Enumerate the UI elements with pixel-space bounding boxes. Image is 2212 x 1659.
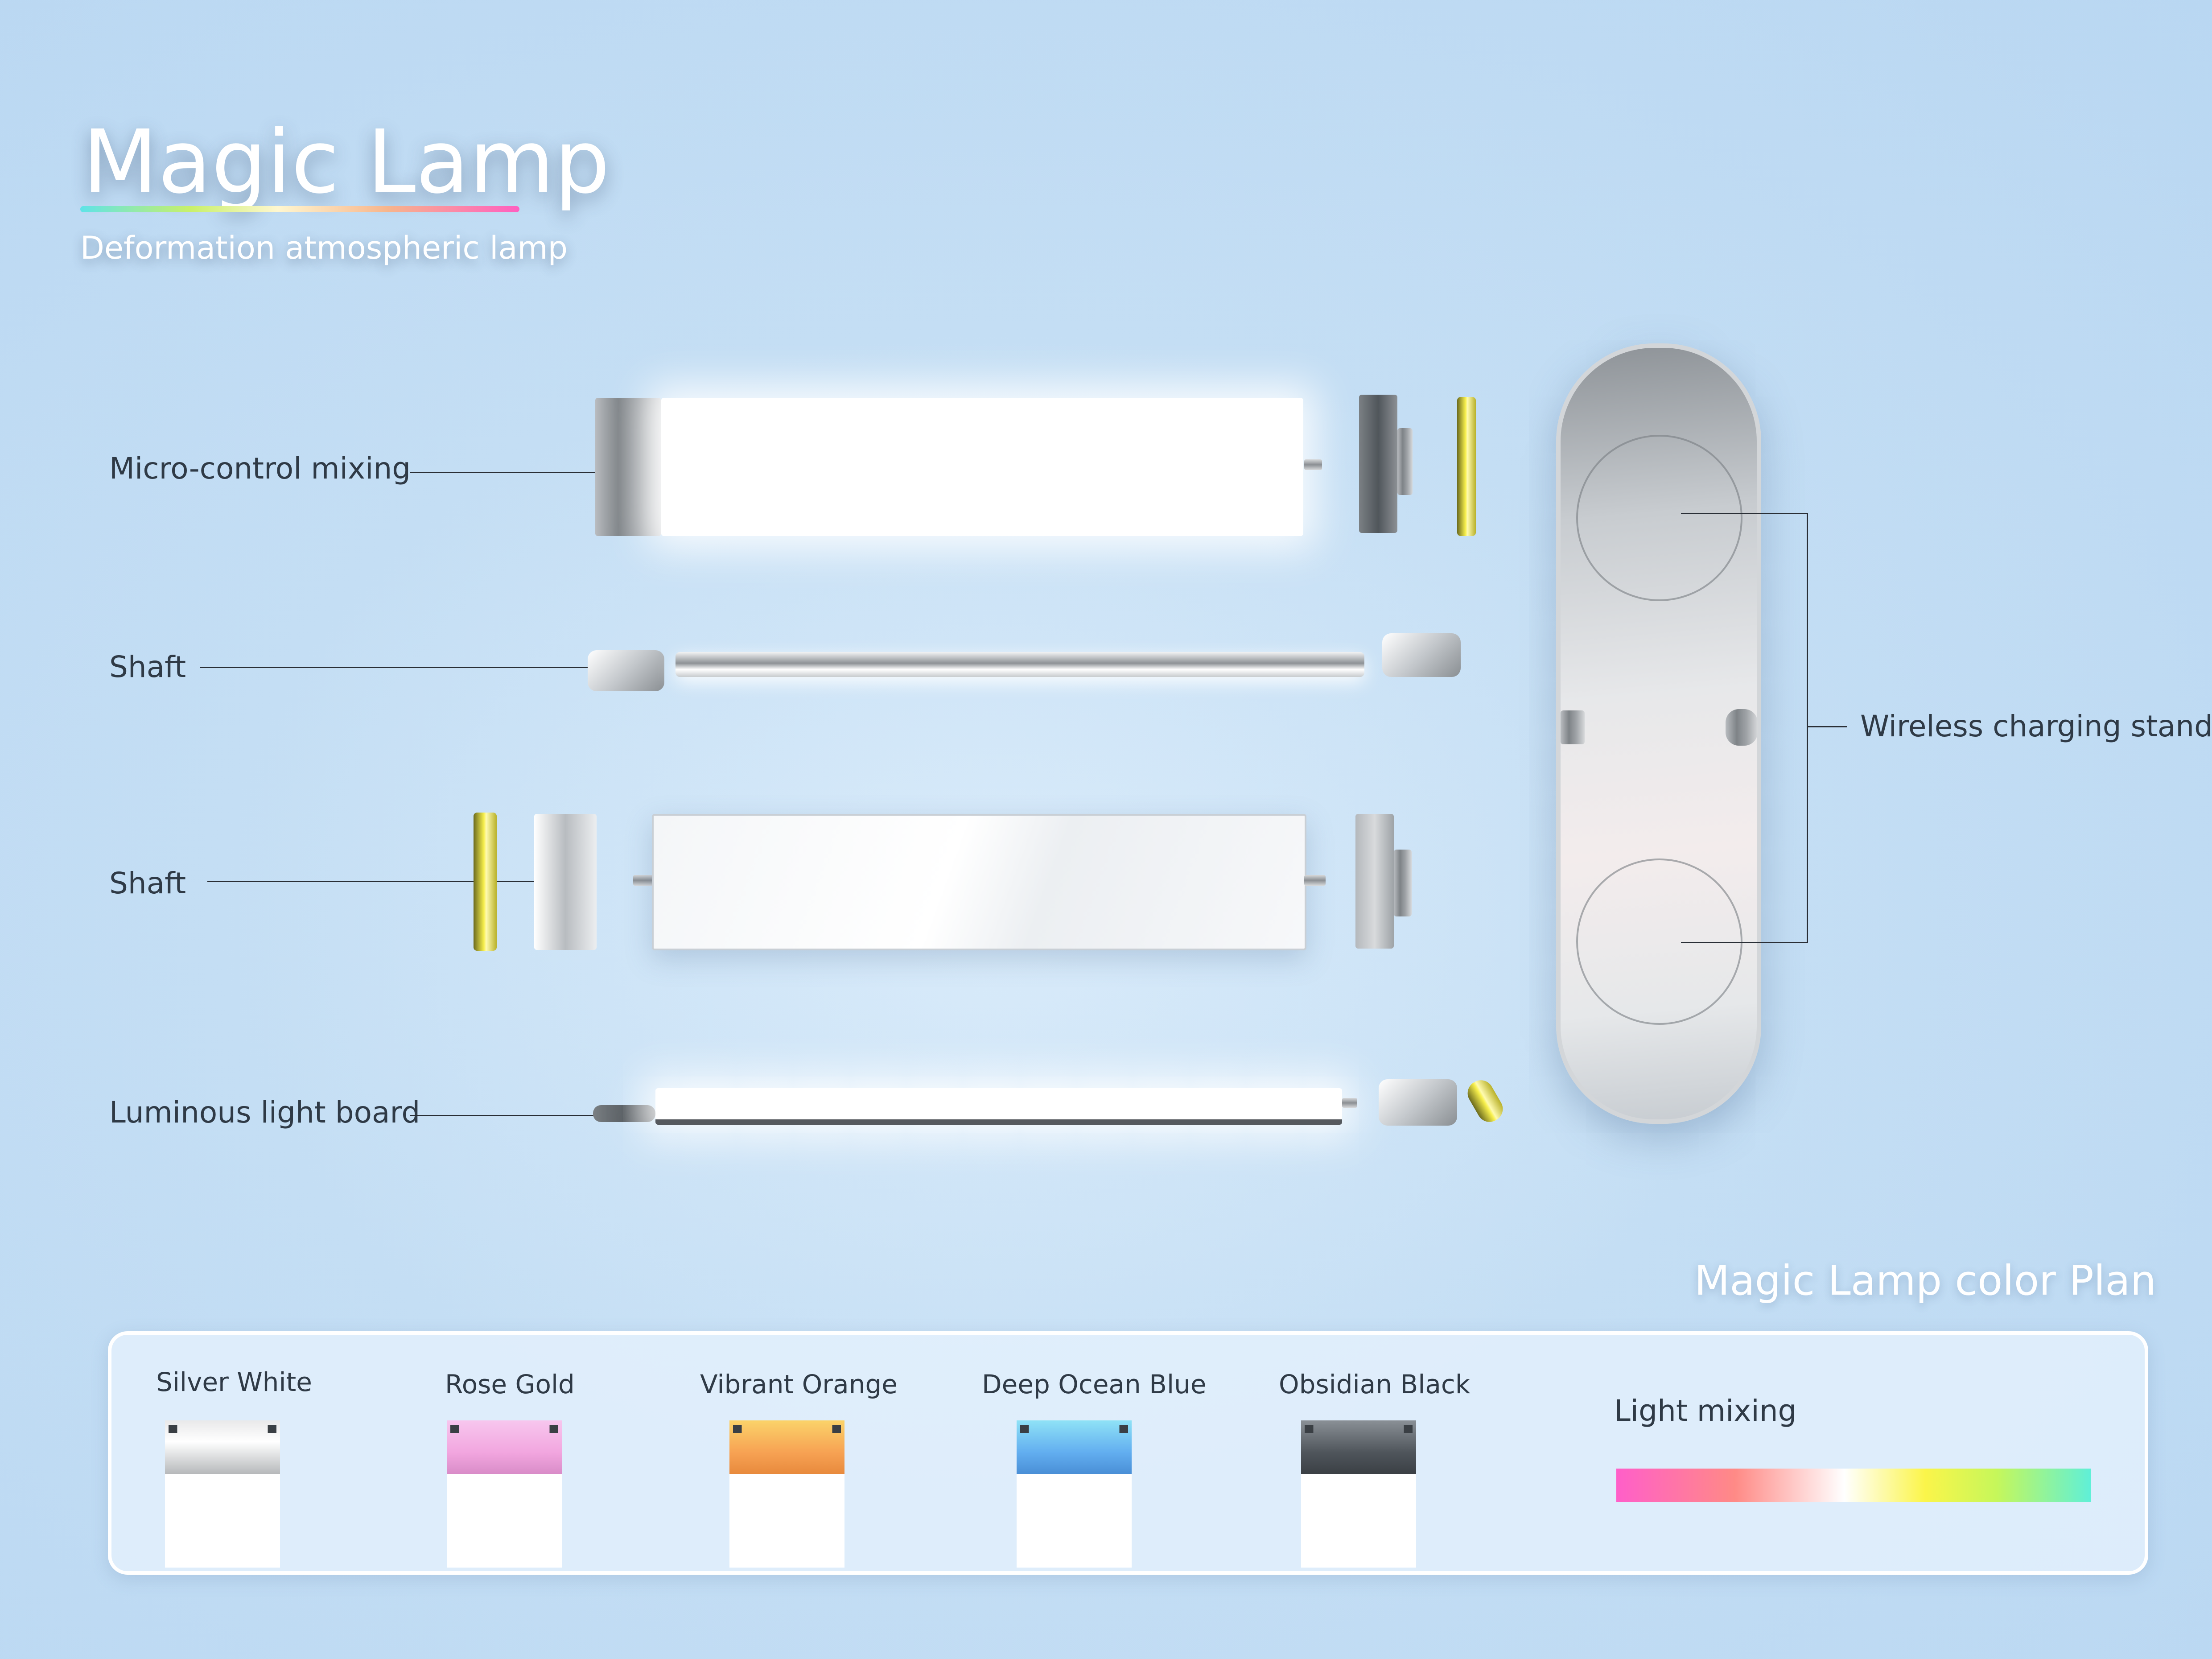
- page-title: Magic Lamp: [82, 111, 610, 213]
- light-mixing-gradient-bar: [1616, 1469, 2091, 1502]
- swatch-body: [447, 1474, 562, 1568]
- swatch-body: [1301, 1474, 1416, 1568]
- swatch-cap: [729, 1420, 844, 1474]
- gold-cylinder: [1463, 1076, 1508, 1127]
- control-module-end: [595, 398, 661, 536]
- shaft-hinge-right: [1382, 633, 1461, 677]
- charging-coil-bottom: [1576, 858, 1742, 1025]
- connector-pin-3: [1304, 875, 1326, 886]
- swatch-label-silver-white: Silver White: [156, 1367, 312, 1397]
- lamp-body-unlit: [652, 814, 1306, 950]
- color-plan-title: Magic Lamp color Plan: [1694, 1257, 2156, 1304]
- stand-clip-right: [1726, 709, 1758, 746]
- end-cap-tab-2: [1394, 850, 1412, 916]
- stand-clip-left: [1561, 710, 1585, 744]
- swatch-label-vibrant-orange: Vibrant Orange: [700, 1369, 898, 1399]
- swatch-silver-white: [165, 1420, 280, 1568]
- label-wireless-stand: Wireless charging stand: [1860, 709, 2212, 743]
- label-micro-control: Micro-control mixing: [109, 451, 411, 486]
- gold-rod-2: [474, 813, 497, 951]
- connector-pin-4: [1342, 1098, 1357, 1108]
- leader-stand-top: [1681, 513, 1808, 514]
- board-hinge: [1379, 1079, 1457, 1126]
- leader-stand-label: [1807, 726, 1847, 727]
- end-cap-tab: [1397, 428, 1413, 495]
- bracket-stand: [1807, 513, 1808, 943]
- lamp-body-lit: [661, 398, 1303, 536]
- label-light-board: Luminous light board: [109, 1095, 420, 1130]
- leader-micro-control: [410, 472, 620, 473]
- shaft-rod: [676, 652, 1364, 677]
- connector-pin: [1304, 459, 1322, 470]
- charging-coil-top: [1576, 435, 1742, 601]
- swatch-cap: [447, 1420, 562, 1474]
- light-mixing-label: Light mixing: [1614, 1394, 1797, 1428]
- page-subtitle: Deformation atmospheric lamp: [80, 230, 568, 266]
- swatch-label-deep-ocean-blue: Deep Ocean Blue: [982, 1369, 1207, 1399]
- light-board-lit: [655, 1088, 1342, 1125]
- swatch-label-rose-gold: Rose Gold: [445, 1369, 575, 1399]
- swatch-label-obsidian-black: Obsidian Black: [1279, 1369, 1471, 1399]
- leader-shaft-2: [207, 881, 560, 882]
- swatch-vibrant-orange: [729, 1420, 844, 1568]
- label-shaft-2: Shaft: [109, 866, 186, 900]
- swatch-obsidian-black: [1301, 1420, 1416, 1568]
- leader-stand-bottom: [1681, 942, 1808, 943]
- swatch-deep-ocean-blue: [1017, 1420, 1132, 1568]
- swatch-body: [1017, 1474, 1132, 1568]
- swatch-cap: [1017, 1420, 1132, 1474]
- gold-rod: [1457, 397, 1476, 536]
- end-cap-bracket-2: [1355, 814, 1394, 949]
- swatch-body: [165, 1474, 280, 1568]
- leader-light-board: [410, 1115, 624, 1116]
- swatch-rose-gold: [447, 1420, 562, 1568]
- title-gradient-underline: [80, 206, 519, 212]
- leader-shaft-1: [200, 667, 592, 668]
- swatch-body: [729, 1474, 844, 1568]
- end-cap-bracket: [1359, 395, 1397, 533]
- hinge-bracket: [534, 814, 597, 950]
- label-shaft-1: Shaft: [109, 650, 186, 684]
- connector-pin-2: [633, 875, 655, 886]
- board-end-cap: [593, 1105, 655, 1122]
- swatch-cap: [165, 1420, 280, 1474]
- shaft-hinge-left: [588, 650, 664, 691]
- swatch-cap: [1301, 1420, 1416, 1474]
